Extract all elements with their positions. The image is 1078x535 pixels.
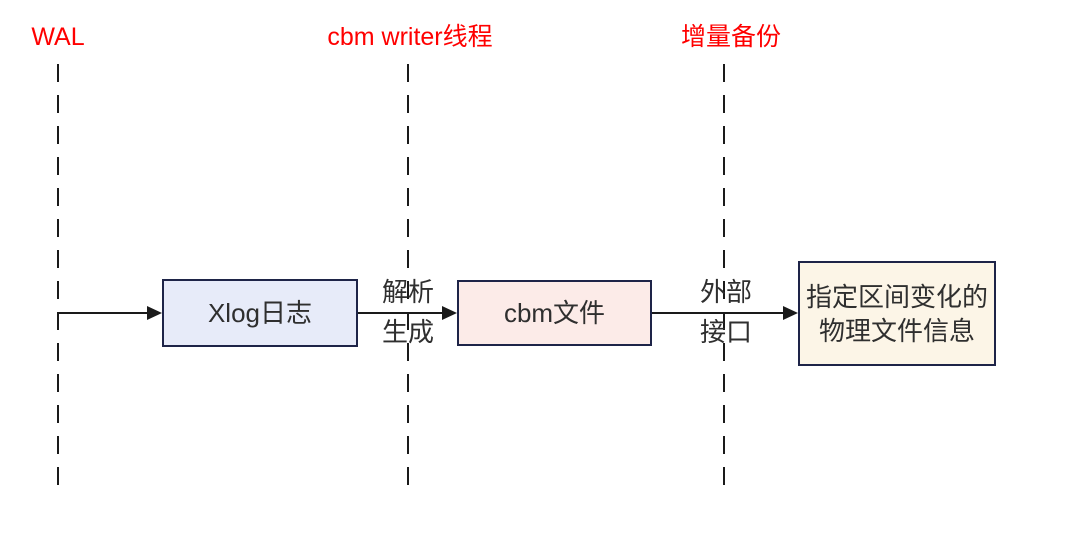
wal-lifeline xyxy=(57,64,59,493)
node-label: Xlog日志 xyxy=(207,298,313,328)
edge-label-external: 外部 xyxy=(699,277,753,307)
arrow-shaft xyxy=(58,312,152,314)
lane-label-incremental-backup: 增量备份 xyxy=(680,23,782,51)
arrowhead-icon xyxy=(147,306,162,320)
edge-label-interface: 接口 xyxy=(699,317,753,347)
arrow-cbm-to-result xyxy=(652,306,798,320)
incremental-backup-lifeline xyxy=(723,64,725,493)
lane-label-cbm-writer-thread: cbm writer线程 xyxy=(327,23,493,51)
edge-label-generate: 生成 xyxy=(381,317,435,347)
arrow-shaft xyxy=(358,312,447,314)
lane-label-wal: WAL xyxy=(31,23,85,51)
edge-label-parse: 解析 xyxy=(381,277,435,307)
node-label-line1: 指定区间变化的 xyxy=(805,281,988,312)
arrowhead-icon xyxy=(442,306,457,320)
node-cbm-file: cbm文件 xyxy=(457,280,652,346)
node-physical-file-info: 指定区间变化的 物理文件信息 xyxy=(798,261,996,366)
arrow-wal-to-xlog xyxy=(58,306,162,320)
arrow-xlog-to-cbm xyxy=(358,306,457,320)
cbm-writer-thread-lifeline xyxy=(407,64,409,493)
node-label: cbm文件 xyxy=(503,298,606,328)
node-label-line2: 物理文件信息 xyxy=(818,315,975,346)
arrow-shaft xyxy=(652,312,788,314)
arrowhead-icon xyxy=(783,306,798,320)
node-xlog-log: Xlog日志 xyxy=(162,279,358,347)
